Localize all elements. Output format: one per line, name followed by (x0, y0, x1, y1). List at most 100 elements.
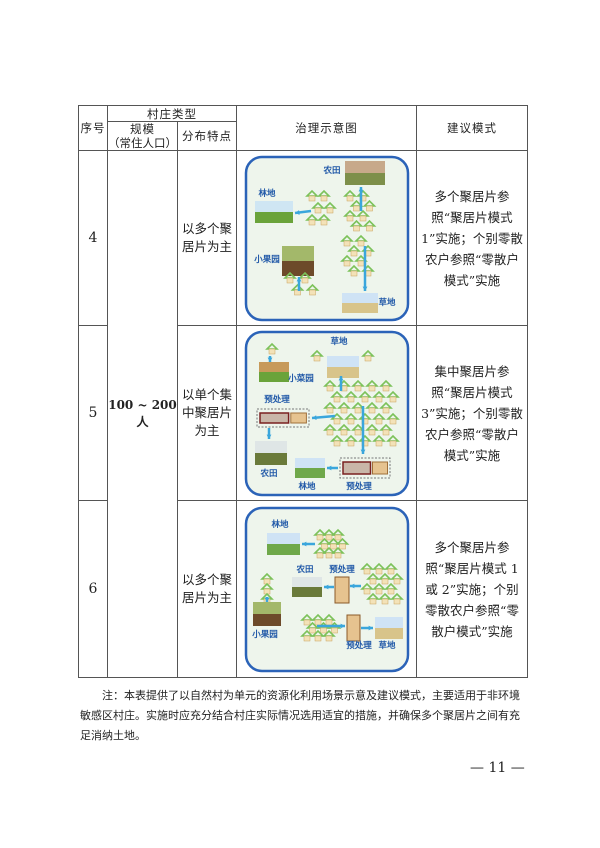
house-icon (386, 412, 400, 424)
arrow-head (338, 375, 344, 380)
grassland-image-ground (327, 366, 359, 378)
area-label: 林地 (298, 481, 316, 492)
forest-image (255, 200, 293, 212)
house-icon (343, 209, 357, 221)
area-label: 预处理 (329, 564, 355, 575)
house-icon (344, 434, 358, 446)
house-icon (384, 582, 398, 594)
house-icon (305, 621, 320, 633)
house-icon (358, 390, 372, 402)
house-icon (326, 537, 341, 549)
diagram-cell: 农田林地小果园草地 (236, 150, 417, 326)
governance-diagram: 小菜园草地预处理农田林地预处理 (244, 330, 410, 496)
header-scale-label: 规模 (130, 122, 155, 136)
house-icon (300, 613, 314, 625)
house-icon (300, 629, 314, 641)
house-icon (349, 219, 364, 231)
house-icon (372, 562, 386, 574)
house-icon (283, 271, 297, 283)
area-label: 农田 (259, 468, 277, 479)
house-icon (310, 349, 324, 361)
grassland-image (342, 292, 378, 303)
house-icon (354, 234, 368, 246)
row-distribution: 以多个聚居片为主 (177, 150, 237, 326)
forest-image-ground (267, 543, 300, 555)
grassland-image (375, 616, 403, 628)
area-label: 预处理 (346, 640, 372, 651)
farmland-image (292, 576, 322, 587)
house-icon (330, 434, 344, 446)
area-label: 林地 (258, 188, 276, 199)
house-icon (386, 434, 400, 446)
house-icon (360, 582, 374, 594)
house-icon (344, 390, 358, 402)
house-icon (344, 412, 358, 424)
house-icon (322, 629, 336, 641)
house-icon (322, 528, 336, 540)
house-icon (335, 537, 350, 549)
row-index: 5 (78, 325, 108, 501)
area-label: 小果园 (251, 629, 278, 640)
house-icon (323, 201, 337, 213)
arrow-head (327, 465, 332, 470)
orchard-image-ground (253, 613, 281, 626)
header-scale: 规模 （常住人口） (107, 121, 178, 151)
header-suggestion: 建议模式 (416, 105, 528, 151)
house-icon (317, 213, 331, 225)
house-icon (356, 209, 370, 221)
tank-icon (342, 460, 372, 475)
arrow-head (368, 625, 373, 630)
diagram-frame (244, 155, 410, 321)
house-icon (365, 401, 379, 413)
house-icon (337, 401, 351, 413)
house-icon (322, 546, 336, 558)
house-icon (386, 390, 400, 402)
house-icon (317, 189, 331, 201)
house-icon (340, 234, 354, 246)
house-icon (378, 592, 392, 604)
house-icon (331, 546, 345, 558)
farmland-image (255, 440, 287, 453)
pretreatment-unit (346, 614, 361, 641)
area-label: 林地 (271, 519, 289, 530)
house-icon (298, 271, 312, 283)
arrow-head (340, 623, 345, 628)
farmland-image-ground (345, 172, 385, 185)
row-distribution: 以单个集中聚居片为主 (177, 325, 237, 501)
house-icon (366, 592, 380, 604)
house-icon (362, 219, 377, 231)
vegetable-garden-image-ground (259, 371, 289, 382)
tank-icon (259, 411, 290, 424)
house-icon (372, 390, 386, 402)
area-label: 农田 (295, 564, 313, 575)
header-index: 序号 (78, 105, 108, 151)
house-icon (372, 582, 386, 594)
forest-image-ground (295, 467, 325, 478)
house-icon (317, 537, 332, 549)
diagram-cell: 林地农田预处理小果园预处理草地 (236, 500, 417, 678)
area-label: 预处理 (264, 394, 290, 405)
arrow-head (358, 186, 364, 191)
forest-image (295, 457, 325, 468)
orchard-image-ground (282, 260, 314, 276)
house-icon (323, 379, 337, 391)
vegetable-garden-image (259, 361, 289, 372)
area-label: 小果园 (253, 254, 280, 265)
header-village-type: 村庄类型 (107, 105, 237, 122)
house-icon (390, 572, 404, 584)
house-icon (313, 528, 327, 540)
farmland-image-ground (255, 452, 287, 465)
house-icon (351, 423, 365, 435)
house-icon (362, 199, 377, 211)
scale-cell: 100 ~ 200 人 (107, 150, 178, 678)
house-icon (305, 283, 320, 295)
row-suggestion: 集中聚居片参照“聚居片模式 3”实施；个别零散农户参照“零散户模式”实施 (416, 325, 528, 501)
arrow-head (264, 597, 270, 602)
house-icon (340, 254, 354, 266)
area-label: 草地 (378, 640, 396, 651)
orchard-image (253, 601, 281, 614)
arrow-head (350, 583, 355, 588)
house-icon (331, 528, 345, 540)
